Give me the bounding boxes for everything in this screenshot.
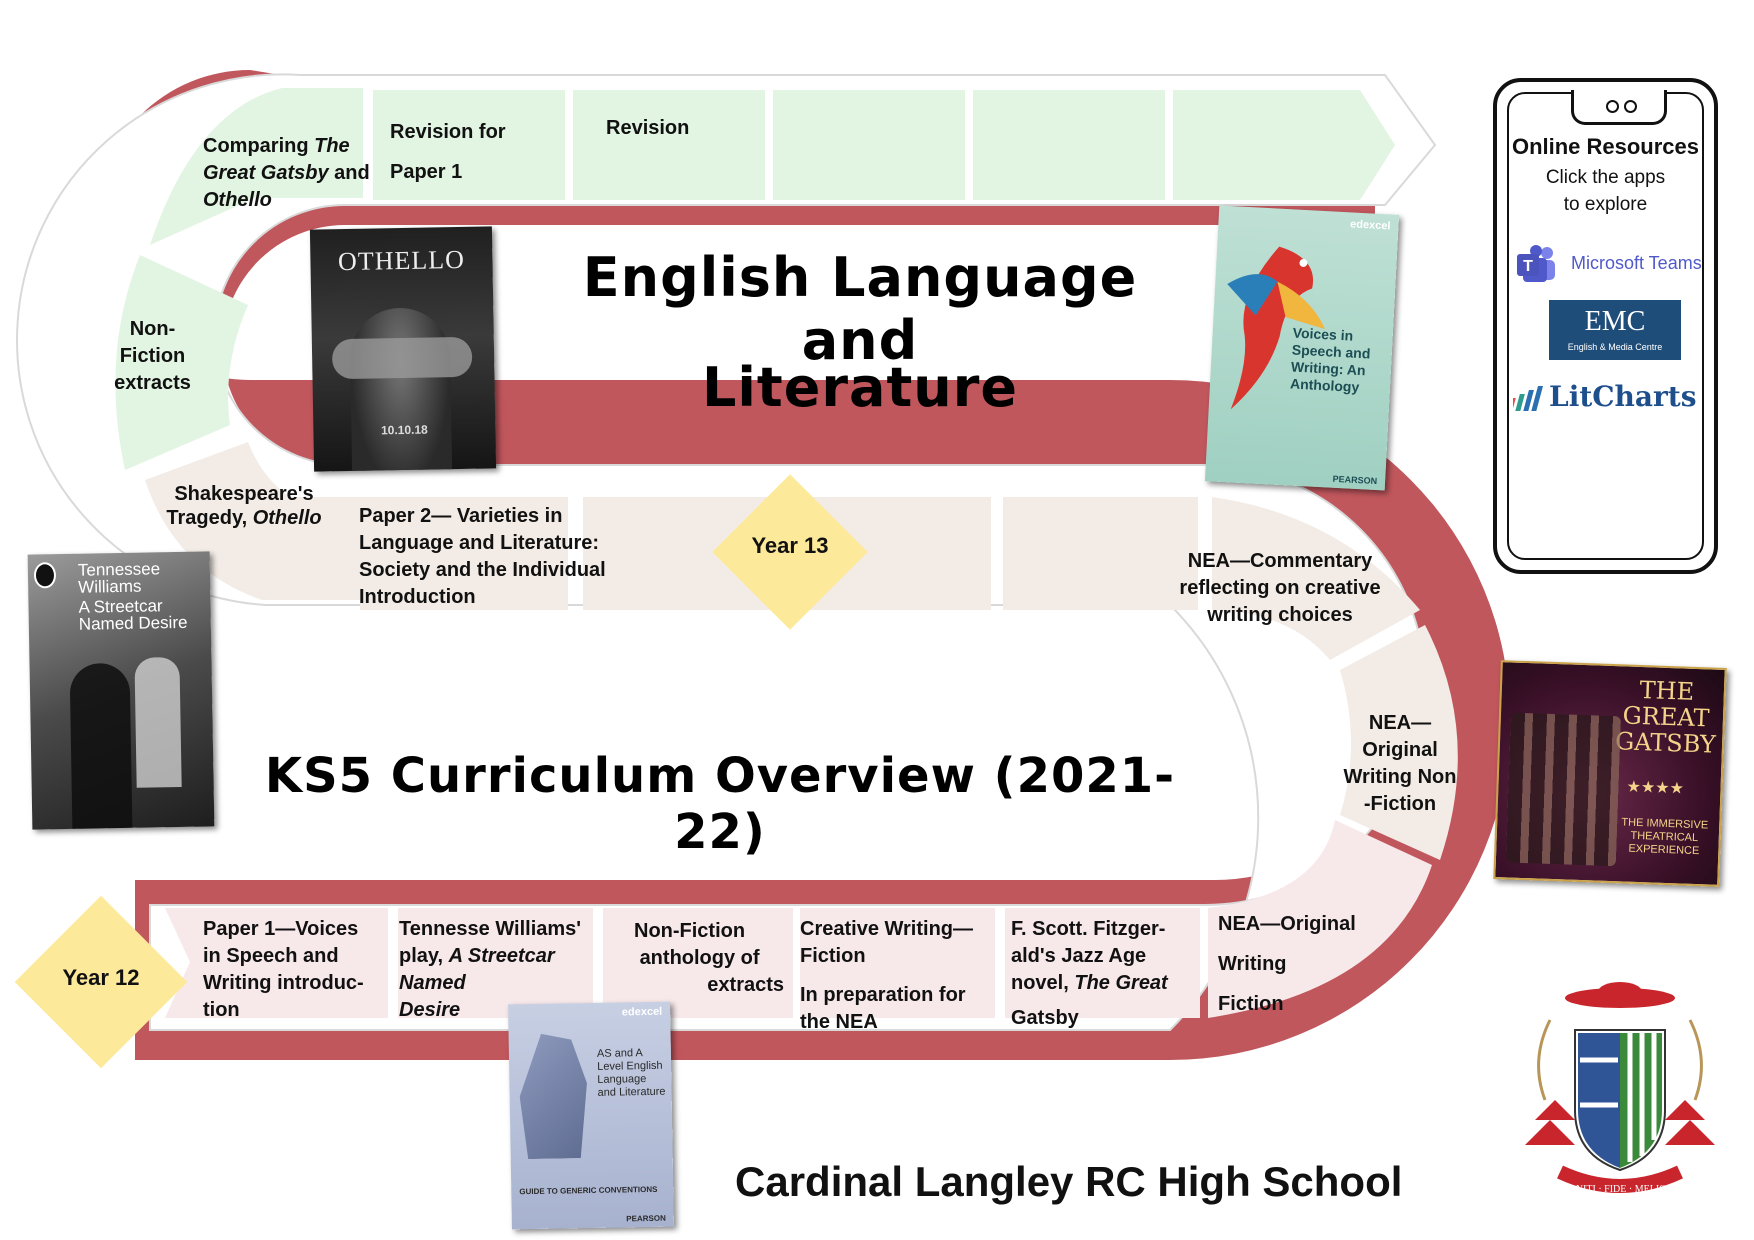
generic-conventions-guide-cover: edexcel AS and A Level English Language … [508, 1001, 674, 1230]
gatsby-stars: ★★★★ [1626, 778, 1685, 798]
voices-footer: PEARSON [1332, 473, 1378, 487]
school-crest: MONITI · FIDE · MELIORA [1525, 982, 1715, 1195]
streetcar-cover: Tennessee Williams A Streetcar Named Des… [27, 551, 215, 830]
cell-pink-2 [398, 908, 593, 1018]
teams-label: Microsoft Teams [1571, 253, 1702, 273]
emc-app-link[interactable]: EMC English & Media Centre [1549, 300, 1681, 360]
penguin-icon [33, 562, 57, 589]
page-title-line1: English Language and [582, 246, 1138, 372]
svg-text:T: T [1523, 258, 1533, 275]
parrot-illustration [1227, 246, 1326, 410]
year-13-label: Year 13 [751, 533, 829, 558]
cell-pink-4 [800, 908, 995, 1018]
phone-notch [1571, 90, 1667, 125]
streetcar-author: Tennessee Williams [77, 559, 161, 597]
voices-publisher: edexcel [1349, 218, 1391, 233]
othello-hands [331, 336, 473, 380]
page-title-line2: Literature [702, 356, 1018, 419]
voices-anthology-cover: edexcel Voices in Speech and Writing: An… [1204, 205, 1400, 491]
gatsby-cast [1505, 712, 1622, 867]
guide-title: AS and A Level English Language and Lite… [596, 1047, 666, 1099]
cell-green-5 [973, 90, 1165, 200]
cell-green-arrow [1173, 90, 1395, 200]
cell-pink-5 [1005, 908, 1200, 1018]
guide-footer: PEARSON [626, 1213, 666, 1224]
year-12-label: Year 12 [62, 965, 140, 990]
streetcar-figure-2 [134, 656, 182, 788]
cell-green-2 [373, 90, 565, 200]
othello-poster: OTHELLO 10.10.18 [309, 226, 497, 472]
school-name: Cardinal Langley RC High School [735, 1158, 1403, 1205]
othello-figure [349, 307, 453, 472]
cell-beige-5 [1212, 497, 1420, 660]
cell-beige-2 [360, 497, 568, 610]
cell-pink-1 [165, 908, 388, 1018]
othello-date: 10.10.18 [380, 422, 428, 438]
cell-nonfiction-anthology: Non-Fiction anthology of extracts [634, 920, 784, 996]
cell-comparing: Comparing The Great Gatsby and Othello [203, 135, 370, 211]
streetcar-figure [69, 662, 133, 829]
cell-beige-6 [1340, 625, 1458, 860]
guide-subtitle: GUIDE TO GENERIC CONVENTIONS [519, 1184, 658, 1197]
guide-publisher: edexcel [621, 1005, 663, 1019]
streetcar-title: A Streetcar Named Desire [78, 596, 188, 634]
cell-beige-4 [1003, 497, 1198, 610]
teams-app-link[interactable]: T Microsoft Teams [1515, 244, 1710, 284]
gatsby-tagline: THE IMMERSIVE THEATRICAL EXPERIENCE [1621, 816, 1709, 858]
gatsby-title: THE GREAT GATSBY [1614, 675, 1717, 759]
othello-title: OTHELLO [337, 244, 466, 277]
cell-pink-6 [1208, 820, 1432, 1018]
cell-green-3 [573, 90, 765, 200]
cell-creative-writing: Creative Writing—Fiction In preparation … [800, 918, 973, 1033]
cell-green-1 [150, 88, 363, 245]
cell-pink-3 [603, 908, 793, 1018]
litcharts-icon [1513, 386, 1543, 411]
litcharts-app-link[interactable]: LitCharts [1513, 378, 1713, 418]
online-resources-title: Online Resources [1511, 134, 1700, 159]
curriculum-subtitle: KS5 Curriculum Overview (2021-22) [264, 748, 1176, 860]
emc-logo: EMC [1584, 306, 1646, 337]
cell-revision: Revision [606, 117, 690, 139]
litcharts-label: LitCharts [1549, 380, 1697, 413]
thinker-figure [519, 1033, 596, 1159]
voices-title: Voices in Speech and Writing: An Antholo… [1289, 324, 1371, 396]
cell-green-4 [773, 90, 965, 200]
cell-green-left [115, 255, 248, 470]
crest-motto: MONITI · FIDE · MELIORA [1560, 1184, 1681, 1195]
teams-icon: T [1517, 245, 1555, 282]
gatsby-poster: THE GREAT GATSBY ★★★★ THE IMMERSIVE THEA… [1493, 660, 1727, 887]
emc-tagline: English & Media Centre [1567, 342, 1663, 352]
